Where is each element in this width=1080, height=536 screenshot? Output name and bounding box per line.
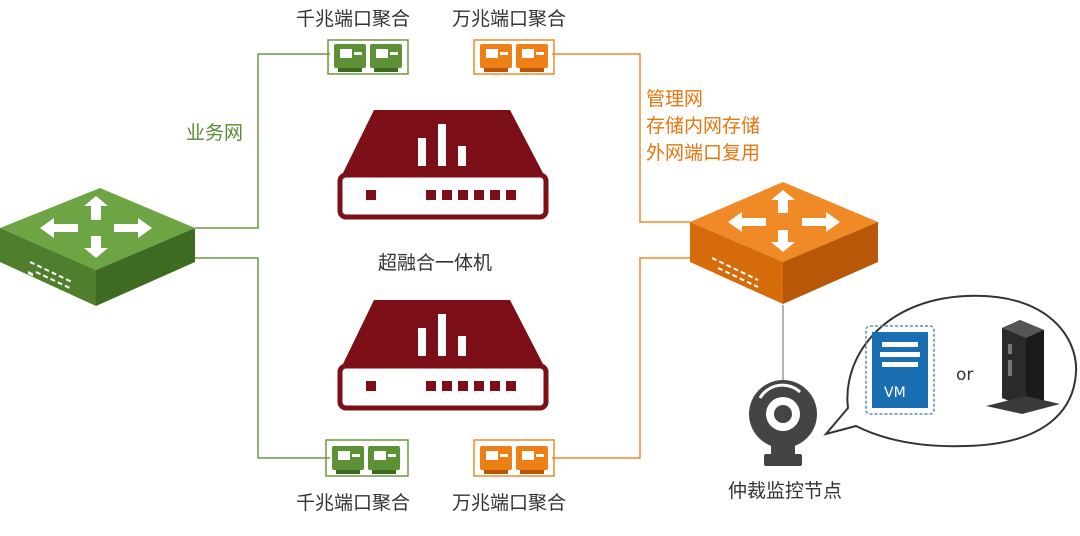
tengig-bottom-label: 万兆端口聚合 xyxy=(452,492,567,514)
orange-link-top xyxy=(552,53,690,223)
nic-orange-bottom xyxy=(473,439,555,477)
nic-green-top xyxy=(327,39,409,75)
orange-link-bottom xyxy=(552,257,690,459)
green-link-bottom xyxy=(190,257,330,459)
gigabit-top-label: 千兆端口聚合 xyxy=(296,8,411,30)
nic-green-bottom xyxy=(325,439,409,477)
mini-pc-icon xyxy=(986,320,1060,414)
gigabit-bottom-label: 千兆端口聚合 xyxy=(296,492,411,514)
nic-orange-top xyxy=(473,39,555,75)
right-switch xyxy=(690,182,878,304)
vm-icon xyxy=(865,325,935,415)
left-switch xyxy=(0,188,195,306)
green-links xyxy=(190,53,330,459)
arbiter-node-icon xyxy=(749,380,817,466)
mgmt-line-3: 外网端口复用 xyxy=(646,142,761,164)
tengig-top-label: 万兆端口聚合 xyxy=(452,8,567,30)
hci-server-top xyxy=(337,110,549,220)
green-link-top xyxy=(195,53,330,229)
or-label: or xyxy=(956,365,974,385)
mgmt-line-2: 存储内网存储 xyxy=(646,115,761,137)
business-net-label: 业务网 xyxy=(186,122,244,144)
hci-server-bottom xyxy=(337,300,549,411)
hci-label: 超融合一体机 xyxy=(378,252,493,274)
mgmt-line-1: 管理网 xyxy=(646,88,704,110)
vm-label: VM xyxy=(884,385,906,401)
arbiter-label: 仲裁监控节点 xyxy=(728,480,843,502)
orange-links xyxy=(552,53,690,459)
